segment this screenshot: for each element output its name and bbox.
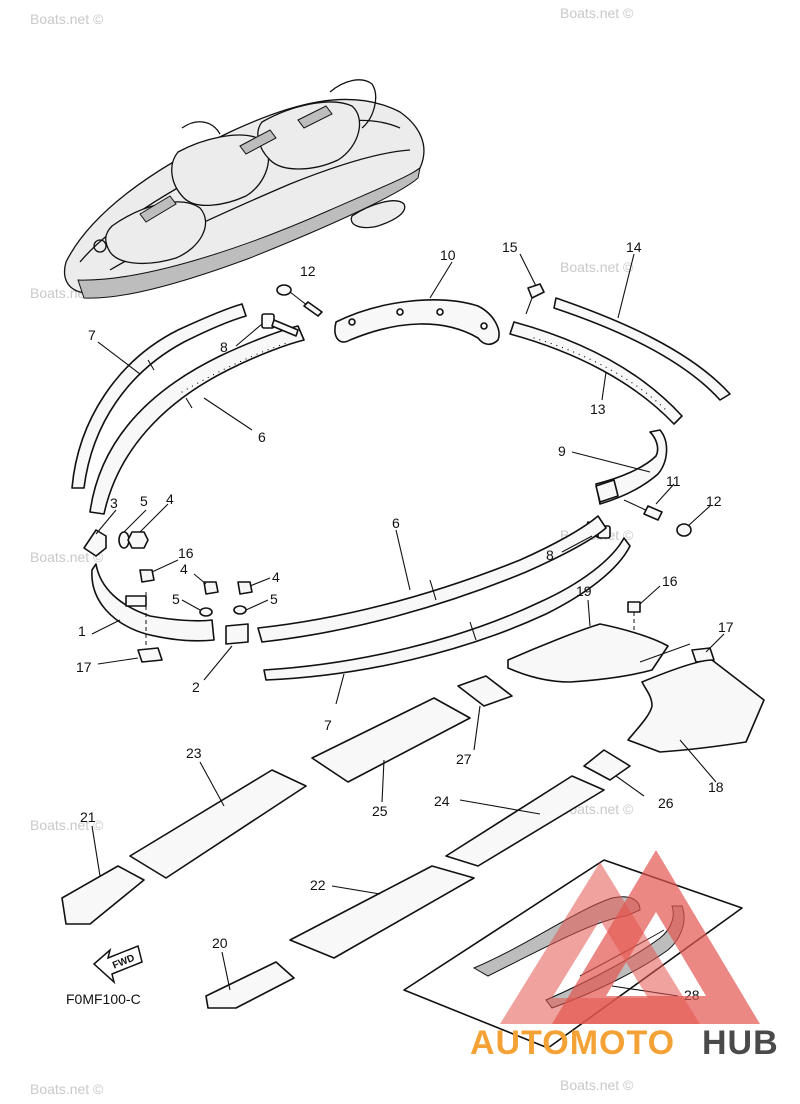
callout-20: 20 [212, 935, 228, 951]
callout-6-lower: 6 [392, 515, 400, 531]
callout-5-c: 5 [270, 591, 278, 607]
mats [61, 675, 631, 1009]
part-rail-upper-right [553, 297, 731, 401]
callout-19: 19 [576, 583, 592, 599]
callout-8-lower: 8 [546, 547, 554, 563]
mat-26 [583, 749, 631, 781]
watermark: Boats.net © [30, 549, 104, 565]
part-strip-upper-left [89, 325, 305, 515]
callout-15: 15 [502, 239, 518, 255]
mat-25 [311, 697, 471, 783]
callout-11: 11 [666, 473, 681, 489]
callout-8-upper: 8 [220, 339, 228, 355]
callout-17-right: 17 [718, 619, 734, 635]
callout-27: 27 [456, 751, 472, 767]
callout-18: 18 [708, 779, 724, 795]
callout-7-upper: 7 [88, 327, 96, 343]
part-bolt-11 [623, 499, 663, 521]
mat-20 [205, 961, 295, 1009]
part-strip-lower [257, 515, 607, 643]
leader-lines [91, 253, 725, 997]
watermark: Boats.net © [560, 259, 634, 275]
callout-4-b: 4 [180, 561, 188, 577]
callout-23: 23 [186, 745, 202, 761]
logo-text-hub: HUB [702, 1024, 779, 1062]
callout-10: 10 [440, 247, 456, 263]
watermarks: Boats.net © Boats.net © Boats.net © Boat… [30, 5, 634, 1097]
mat-24 [445, 775, 605, 867]
watercraft-illustration [63, 79, 425, 299]
part-clip-17-left [137, 592, 163, 663]
callout-5-a: 5 [140, 493, 148, 509]
callout-12-upper: 12 [300, 263, 316, 279]
callout-7-lower: 7 [324, 717, 332, 733]
mat-21 [61, 865, 145, 925]
automotohub-logo: AUTOMOTO HUB [470, 850, 779, 1062]
logo-text-automoto: AUTOMOTO [470, 1024, 675, 1062]
part-screw-15 [525, 283, 545, 315]
callout-21: 21 [80, 809, 96, 825]
callout-24: 24 [434, 793, 450, 809]
part-mat-18 [627, 659, 765, 753]
part-front-bumper [334, 299, 500, 346]
mat-27 [457, 675, 513, 707]
callout-12-right: 12 [706, 493, 722, 509]
callout-6-upper: 6 [258, 429, 266, 445]
callout-16-right: 16 [662, 573, 678, 589]
callout-17-left: 17 [76, 659, 92, 675]
watermark: Boats.net © [560, 1077, 634, 1093]
mat-23 [129, 769, 307, 879]
callout-1: 1 [78, 623, 86, 639]
callout-4-c: 4 [272, 569, 280, 585]
part-clip-right [676, 523, 692, 537]
callout-5-b: 5 [172, 591, 180, 607]
part-strip-upper-right [509, 321, 683, 425]
watermark: Boats.net © [560, 5, 634, 21]
part-hardware [118, 531, 253, 617]
callout-26: 26 [658, 795, 674, 811]
part-bracket-right [595, 429, 668, 505]
part-rail-upper-left [71, 303, 247, 489]
logo-triangle-icon [500, 862, 700, 1024]
watermark: Boats.net © [30, 11, 104, 27]
logo-triangle-icon [552, 850, 760, 1024]
callout-25: 25 [372, 803, 388, 819]
callout-13: 13 [590, 401, 606, 417]
diagram-code: F0MF100-C [66, 991, 141, 1007]
part-pad-2 [225, 623, 249, 645]
watermark: Boats.net © [30, 1081, 104, 1097]
callout-22: 22 [310, 877, 326, 893]
callout-3: 3 [110, 495, 118, 511]
mat-22 [289, 865, 475, 959]
callouts: 7 8 12 10 15 14 6 13 9 3 5 4 11 12 6 16 … [76, 239, 734, 1003]
part-mat-19 [507, 623, 691, 683]
watermark: Boats.net © [30, 817, 104, 833]
callout-14: 14 [626, 239, 642, 255]
callout-9: 9 [558, 443, 566, 459]
part-bracket-3 [83, 529, 107, 557]
part-rail-lower [263, 537, 631, 681]
fwd-arrow-icon: FWD [92, 944, 143, 985]
part-bolt-upper [261, 313, 299, 337]
callout-4-a: 4 [166, 491, 174, 507]
callout-2: 2 [192, 679, 200, 695]
part-clip-upper [276, 284, 323, 317]
callout-16-left: 16 [178, 545, 194, 561]
